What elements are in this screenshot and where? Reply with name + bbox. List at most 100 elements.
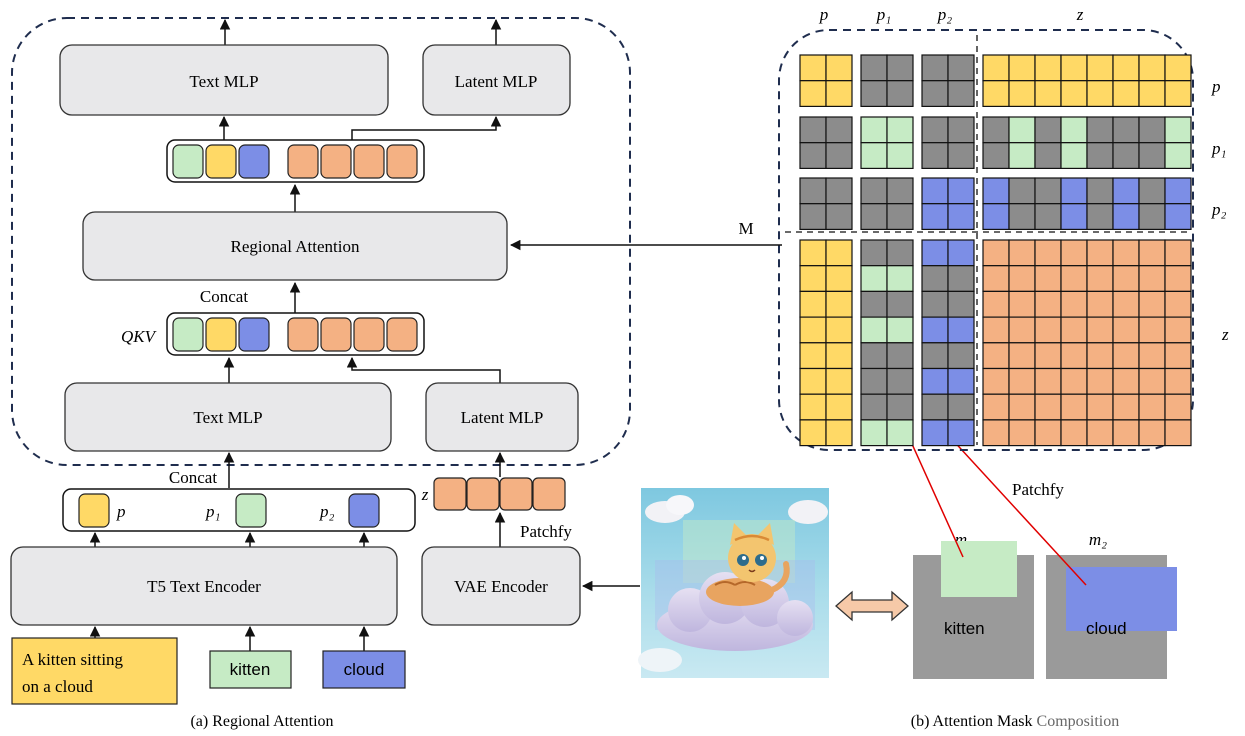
mask-cell xyxy=(1034,393,1062,421)
mask-cell xyxy=(921,177,949,205)
mask-cell xyxy=(982,265,1010,293)
mask-cell xyxy=(886,316,914,344)
vae-encoder-box xyxy=(421,546,581,626)
mask-cell xyxy=(799,393,827,421)
caption-b-main: (b) Attention Mask xyxy=(911,713,1037,730)
mask-cell xyxy=(1086,316,1114,344)
mask-cell xyxy=(1138,203,1166,230)
mask-cell xyxy=(860,116,888,144)
row-label-p1: p₁ xyxy=(1211,139,1226,158)
mask-cell xyxy=(1112,290,1140,318)
token-p xyxy=(205,317,237,352)
mask-cell xyxy=(1008,290,1036,318)
mask-cell xyxy=(982,239,1010,267)
mask-cell xyxy=(1086,177,1114,205)
mask-cell xyxy=(947,393,975,421)
mask-cell xyxy=(1138,54,1166,82)
mask-cell xyxy=(1138,116,1166,144)
dashed-block-border xyxy=(11,17,631,466)
mask-cell xyxy=(886,290,914,318)
kitten-prompt-box xyxy=(209,650,292,689)
mask-m1-kitten-region xyxy=(941,541,1017,597)
latent-token-row xyxy=(433,477,566,511)
mask-cell xyxy=(947,342,975,370)
latent-token xyxy=(499,477,533,511)
mask-cell xyxy=(1112,177,1140,205)
mask-cell xyxy=(799,116,827,144)
mask-cell xyxy=(799,419,827,447)
row-label-p2: p₂ xyxy=(1211,200,1227,219)
mask-cell xyxy=(1008,116,1036,144)
bidirectional-arrow-icon xyxy=(835,590,909,622)
regional-attention-panel: Text MLP Latent MLP Regional Attention C… xyxy=(11,17,631,488)
mask-cell xyxy=(1112,419,1140,447)
mask-cell xyxy=(886,393,914,421)
mask-cell xyxy=(1164,54,1192,82)
mask-cell xyxy=(1034,419,1062,447)
mask-cell xyxy=(921,142,949,169)
text-mlp-bottom-label: Text MLP xyxy=(193,408,262,427)
cloud-prompt-box xyxy=(322,650,406,689)
token-p-label: p xyxy=(116,502,126,521)
prompt-token-row: p p₁ p₂ xyxy=(62,488,416,532)
mask-cell xyxy=(947,367,975,395)
mask-cell xyxy=(1060,367,1088,395)
mask-cell xyxy=(1164,393,1192,421)
mask-cell xyxy=(1112,239,1140,267)
mask-cell xyxy=(921,316,949,344)
mask-cell xyxy=(886,116,914,144)
mask-cell xyxy=(860,367,888,395)
mask-cell xyxy=(1086,419,1114,447)
global-prompt-box xyxy=(11,637,178,705)
row-label-z: z xyxy=(1221,325,1229,344)
mask-cell xyxy=(886,367,914,395)
mask-cell xyxy=(799,239,827,267)
global-prompt-line1: A kitten sitting xyxy=(22,650,124,669)
mask-cell xyxy=(825,142,853,169)
mask-cell xyxy=(1112,393,1140,421)
t5-encoder-label: T5 Text Encoder xyxy=(147,577,261,596)
mask-cell xyxy=(799,342,827,370)
mask-cell xyxy=(860,177,888,205)
mask-cell xyxy=(825,177,853,205)
mask-cell xyxy=(921,80,949,107)
mask-cell xyxy=(825,116,853,144)
mask-cell xyxy=(1112,265,1140,293)
mask-cell xyxy=(1034,342,1062,370)
token-z xyxy=(353,144,385,179)
mask-cell xyxy=(921,203,949,230)
mask-cell xyxy=(1034,367,1062,395)
mask-cell xyxy=(1060,290,1088,318)
small-cloud-icon xyxy=(638,648,682,672)
patchfy-right-label: Patchfy xyxy=(1012,480,1064,499)
t5-encoder-box xyxy=(10,546,398,626)
mask-m2-cloud-label: cloud xyxy=(1086,619,1127,638)
mask-cell xyxy=(1086,393,1114,421)
mask-cell xyxy=(982,203,1010,230)
mask-cell xyxy=(1060,203,1088,230)
mask-cell xyxy=(799,265,827,293)
mask-cell xyxy=(982,342,1010,370)
mask-cell xyxy=(1034,142,1062,169)
mask-cell xyxy=(1008,393,1036,421)
mask-cell xyxy=(860,265,888,293)
mask-cell xyxy=(1034,177,1062,205)
token-z xyxy=(287,317,319,352)
mask-cell xyxy=(1086,290,1114,318)
mask-cell xyxy=(1164,316,1192,344)
global-prompt-line2: on a cloud xyxy=(22,677,93,696)
mask-cell xyxy=(947,290,975,318)
mask-cell xyxy=(947,80,975,107)
mask-cell xyxy=(1164,142,1192,169)
mask-cell xyxy=(799,80,827,107)
mask-cell xyxy=(1060,265,1088,293)
qkv-label: QKV xyxy=(121,327,158,346)
mask-cell xyxy=(1060,116,1088,144)
mask-cell xyxy=(825,316,853,344)
mask-cell xyxy=(1086,142,1114,169)
mask-cell xyxy=(825,203,853,230)
token-p xyxy=(205,144,237,179)
token-z xyxy=(320,144,352,179)
mask-cell xyxy=(1060,239,1088,267)
